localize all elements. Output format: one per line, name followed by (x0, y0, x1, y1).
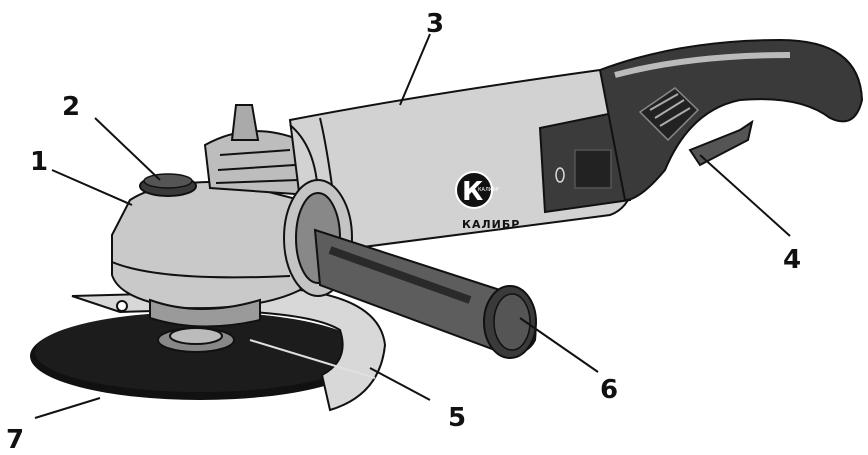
logo-letter: К (462, 177, 483, 207)
spindle-lock-button (139, 173, 197, 197)
leader-line-4 (699, 154, 791, 237)
leader-lines (34, 33, 791, 419)
leader-line-7 (34, 397, 101, 419)
logo-sub-text: КАЛИБР (478, 187, 499, 193)
leader-line-6 (519, 317, 599, 373)
callout-3: 3 (426, 9, 444, 39)
rear-handle (598, 38, 864, 202)
callout-6: 6 (600, 375, 618, 405)
side-handle (283, 179, 537, 359)
callout-4: 4 (783, 245, 801, 275)
callout-2: 2 (62, 92, 80, 122)
brand-logo: К КАЛИБР КАЛИБР (455, 171, 520, 231)
callout-7: 7 (6, 425, 24, 455)
callout-1: 1 (30, 147, 48, 177)
leader-line-5 (369, 367, 431, 401)
motor-housing (288, 68, 642, 252)
leader-line-3 (399, 33, 431, 106)
leader-line-1 (51, 169, 133, 206)
gear-head (111, 104, 322, 328)
callout-numbers: 1 2 3 4 5 6 7 (6, 9, 801, 455)
callout-5: 5 (448, 403, 466, 433)
power-switch-trigger (688, 119, 754, 167)
brand-label: КАЛИБР (462, 218, 520, 231)
cutting-disc (30, 312, 370, 400)
leader-line-2 (94, 117, 161, 181)
